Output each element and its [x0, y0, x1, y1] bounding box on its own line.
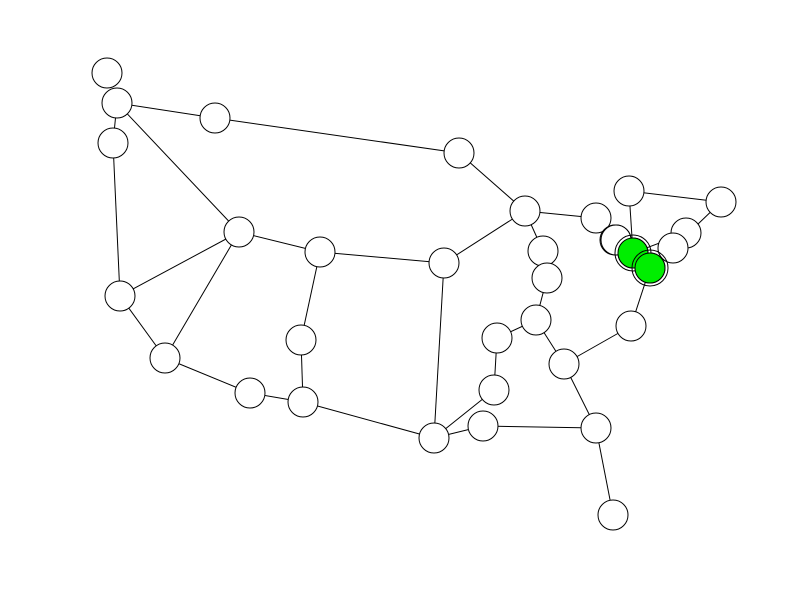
edge-n2-n4 — [116, 102, 216, 119]
node-n19[interactable] — [597, 499, 629, 531]
edge-n3-n8 — [112, 142, 121, 297]
node-n5[interactable] — [443, 137, 475, 169]
edge-n7-n9 — [164, 231, 240, 359]
node-n16[interactable] — [527, 235, 559, 267]
node-n15[interactable] — [418, 422, 450, 454]
edge-n12-n15 — [302, 401, 435, 439]
node-ring-n37 — [631, 249, 669, 287]
edge-n10-n14 — [319, 251, 445, 264]
edge-n14-n15 — [433, 262, 445, 439]
node-n27[interactable] — [613, 175, 645, 207]
edge-n4-n5 — [214, 117, 460, 154]
graph-nodes — [91, 57, 737, 531]
node-n7[interactable] — [223, 216, 255, 248]
node-n13[interactable] — [234, 377, 266, 409]
node-n20[interactable] — [478, 374, 510, 406]
edge-n17-n18 — [482, 425, 597, 429]
node-n30[interactable] — [657, 232, 689, 264]
node-n18[interactable] — [580, 412, 612, 444]
node-n2[interactable] — [101, 87, 133, 119]
node-n24[interactable] — [548, 348, 580, 380]
node-n22[interactable] — [520, 304, 552, 336]
node-n26[interactable] — [580, 202, 612, 234]
edge-n6-n14 — [443, 210, 526, 264]
node-n28[interactable] — [705, 186, 737, 218]
node-n3[interactable] — [97, 127, 129, 159]
node-n12[interactable] — [287, 386, 319, 418]
node-n6[interactable] — [509, 195, 541, 227]
node-n25[interactable] — [615, 310, 647, 342]
edge-n8-n7 — [119, 231, 240, 297]
node-n23[interactable] — [531, 262, 563, 294]
node-n11[interactable] — [285, 324, 317, 356]
edge-n2-n7 — [116, 102, 240, 233]
node-n8[interactable] — [104, 280, 136, 312]
node-n17[interactable] — [467, 410, 499, 442]
node-n14[interactable] — [428, 247, 460, 279]
node-n10[interactable] — [304, 236, 336, 268]
node-n21[interactable] — [481, 322, 513, 354]
node-n1[interactable] — [91, 57, 123, 89]
node-n4[interactable] — [199, 102, 231, 134]
node-n9[interactable] — [149, 342, 181, 374]
node-n37[interactable] — [634, 252, 666, 284]
